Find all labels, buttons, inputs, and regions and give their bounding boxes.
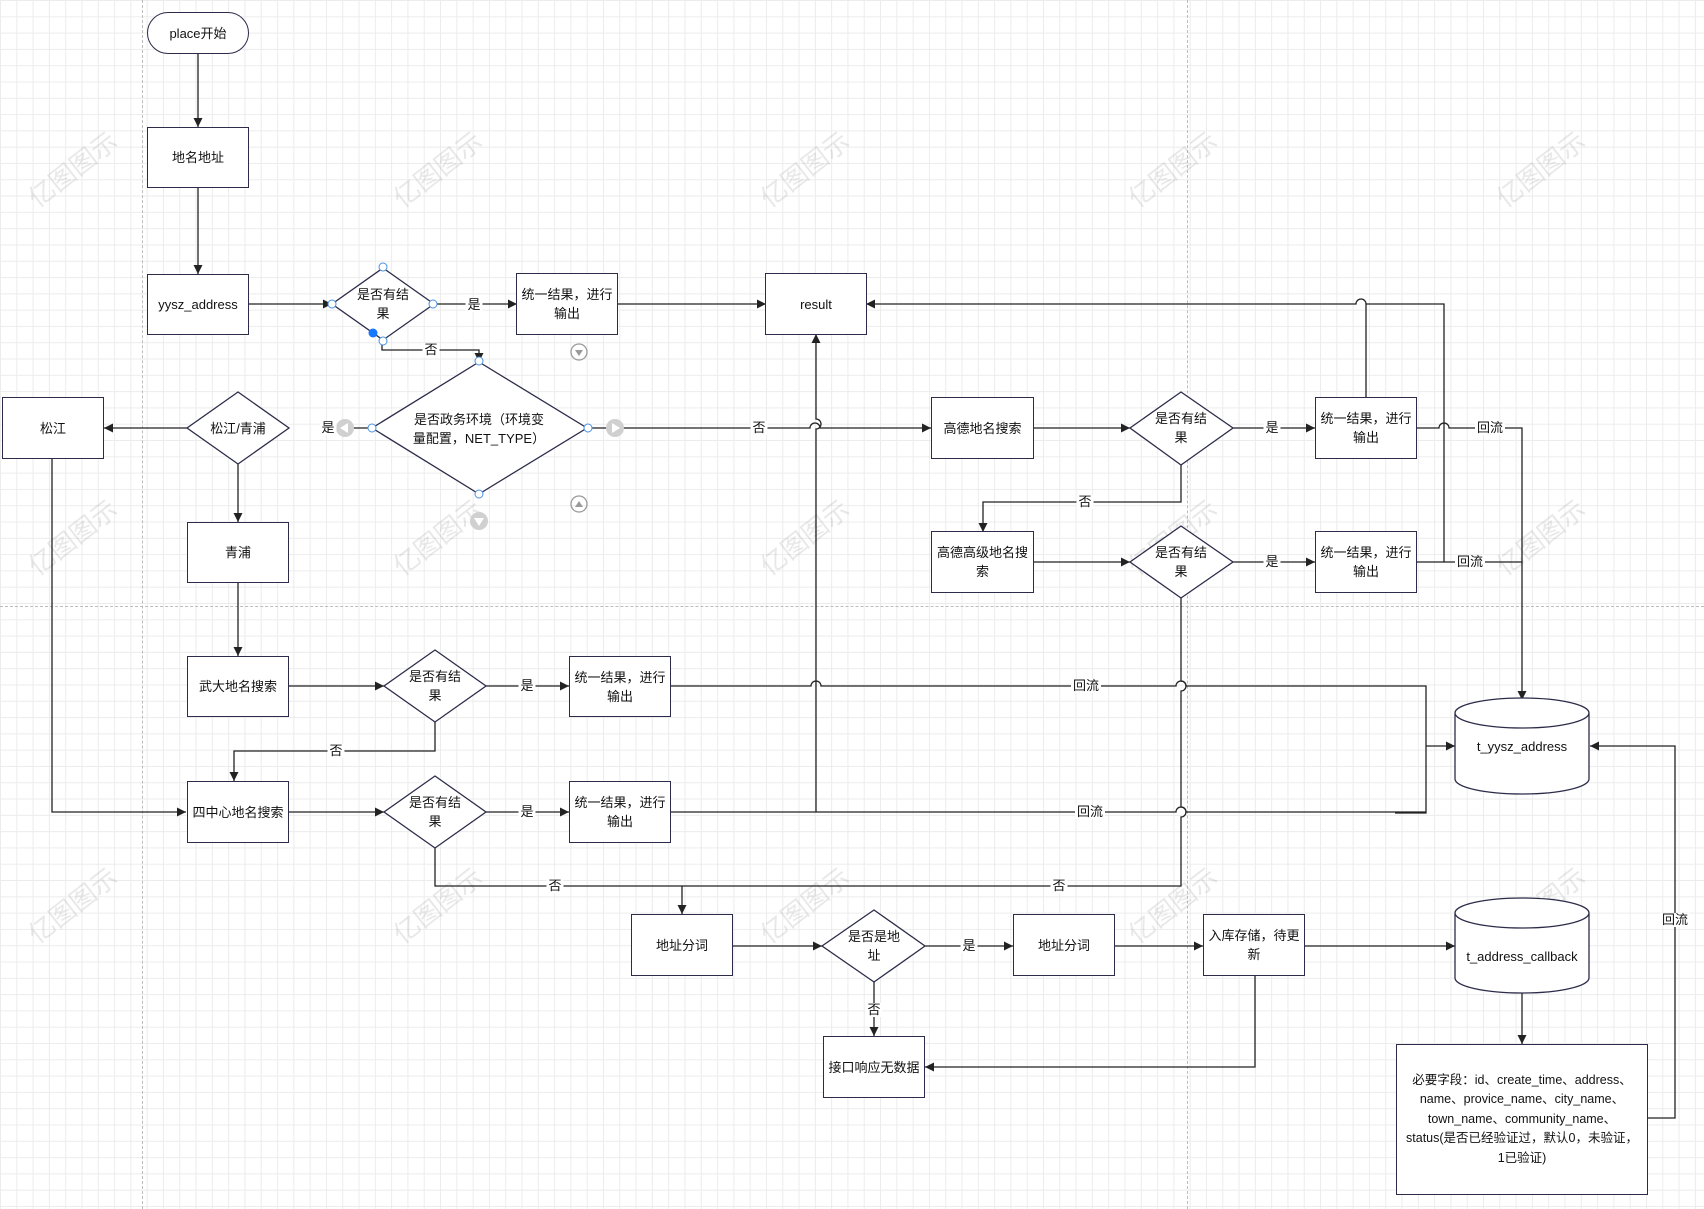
decision-check-gaode[interactable]: 是否有结果	[1154, 411, 1207, 445]
diamond-check-szx	[382, 775, 488, 849]
edge-label-yes: 是	[465, 297, 483, 312]
database-t-address-callback[interactable]: t_address_callback	[1466, 948, 1578, 964]
handle	[378, 336, 388, 346]
process-gaode-adv[interactable]: 高德高级地名搜索	[931, 531, 1034, 593]
decision-songqing[interactable]: 松江/青浦	[210, 420, 266, 436]
edge-note-huiliu	[1590, 741, 1676, 1119]
edge-unify-gaodeadv-to-result	[1366, 303, 1445, 563]
edge-label-huiliu: 回流	[1070, 678, 1102, 693]
note-required-fields[interactable]: 必要字段：id、create_time、address、name、provice…	[1396, 1044, 1648, 1195]
page-guide-right	[1187, 0, 1188, 1209]
page-guide-middle	[0, 606, 1704, 607]
edge-label-no: 否	[422, 342, 440, 357]
process-unify-gaodeadv[interactable]: 统一结果，进行输出	[1315, 531, 1417, 593]
edge-label-yes: 是	[518, 804, 536, 819]
handle	[428, 299, 438, 309]
process-qingpu[interactable]: 青浦	[187, 522, 289, 583]
edge-label-no: 否	[546, 878, 564, 893]
diamond-check-gaode	[1128, 391, 1235, 466]
start-terminal[interactable]: place开始	[147, 12, 249, 54]
decision-check-wuda[interactable]: 是否有结果	[408, 669, 461, 703]
collapse-down-icon	[570, 495, 588, 513]
diamond-check-wuda	[382, 649, 488, 723]
process-gaode[interactable]: 高德地名搜索	[931, 397, 1034, 459]
process-unify-gaode[interactable]: 统一结果，进行输出	[1315, 397, 1417, 459]
cylinder-t-yysz	[1454, 697, 1590, 795]
process-result[interactable]: result	[765, 273, 867, 335]
process-songjiang[interactable]: 松江	[2, 397, 104, 459]
edge-check-gaodeadv-no	[682, 597, 1187, 887]
edge-label-no: 否	[1076, 494, 1094, 509]
edge-huiliu-wuda	[671, 680, 1427, 814]
diamond-check-addr	[820, 909, 927, 983]
edge-label-no: 否	[750, 420, 768, 435]
process-store[interactable]: 入库存储，待更新	[1203, 914, 1305, 976]
edge-label-no: 否	[327, 743, 345, 758]
edge-songjiang-to-szx	[51, 459, 186, 817]
edge-label-huiliu: 回流	[1454, 554, 1486, 569]
active-handle	[368, 328, 378, 338]
edge-label-no: 否	[865, 1002, 883, 1017]
diamond-songqing	[185, 391, 291, 465]
decision-check-gaodeadv[interactable]: 是否有结果	[1154, 545, 1207, 579]
process-fenci2[interactable]: 地址分词	[1013, 914, 1115, 976]
edge-label-yes: 是	[960, 938, 978, 953]
handle	[474, 356, 484, 366]
page-guide-left	[142, 0, 143, 1209]
edge-label-no: 否	[1050, 878, 1068, 893]
edge-label-yes: 是	[319, 420, 337, 435]
process-fenci1[interactable]: 地址分词	[631, 914, 733, 976]
edge-label-huiliu: 回流	[1659, 912, 1691, 927]
decision-check1[interactable]: 是否有结果	[356, 287, 409, 321]
process-unify-wuda[interactable]: 统一结果，进行输出	[569, 656, 671, 717]
edge-unify-gaode-to-result	[866, 298, 1367, 397]
process-unify1[interactable]: 统一结果，进行输出	[516, 273, 618, 335]
edge-label-yes: 是	[1263, 420, 1281, 435]
edge-huiliu-gaode	[1417, 422, 1527, 700]
cylinder-t-callback	[1454, 897, 1590, 994]
decision-zhengwu[interactable]: 是否政务环境（环境变量配置，NET_TYPE）	[412, 412, 546, 446]
process-sizhongxin[interactable]: 四中心地名搜索	[187, 781, 289, 843]
database-t-yysz-address[interactable]: t_yysz_address	[1476, 738, 1568, 754]
edge-store-to-nodata	[925, 976, 1256, 1072]
decision-check-addr[interactable]: 是否是地址	[847, 929, 900, 963]
edge-label-huiliu: 回流	[1474, 420, 1506, 435]
edge-huiliu-szx	[671, 806, 1426, 813]
handle	[474, 489, 484, 499]
process-yysz-address[interactable]: yysz_address	[147, 274, 249, 335]
handle	[378, 262, 388, 272]
edge-label-huiliu: 回流	[1074, 804, 1106, 819]
process-no-data[interactable]: 接口响应无数据	[823, 1036, 925, 1098]
process-diming-dizhi[interactable]: 地名地址	[147, 127, 249, 188]
decision-check-szx[interactable]: 是否有结果	[408, 795, 461, 829]
edge-unify-szx-to-result	[811, 334, 822, 812]
handle	[367, 423, 377, 433]
collapse-up-icon	[570, 343, 588, 361]
diamond-check-gaodeadv	[1128, 525, 1235, 599]
handle	[583, 423, 593, 433]
edge-label-yes: 是	[1263, 554, 1281, 569]
edge-label-yes: 是	[518, 678, 536, 693]
process-wuda[interactable]: 武大地名搜索	[187, 656, 289, 717]
handle	[327, 299, 337, 309]
process-unify-szx[interactable]: 统一结果，进行输出	[569, 781, 671, 843]
